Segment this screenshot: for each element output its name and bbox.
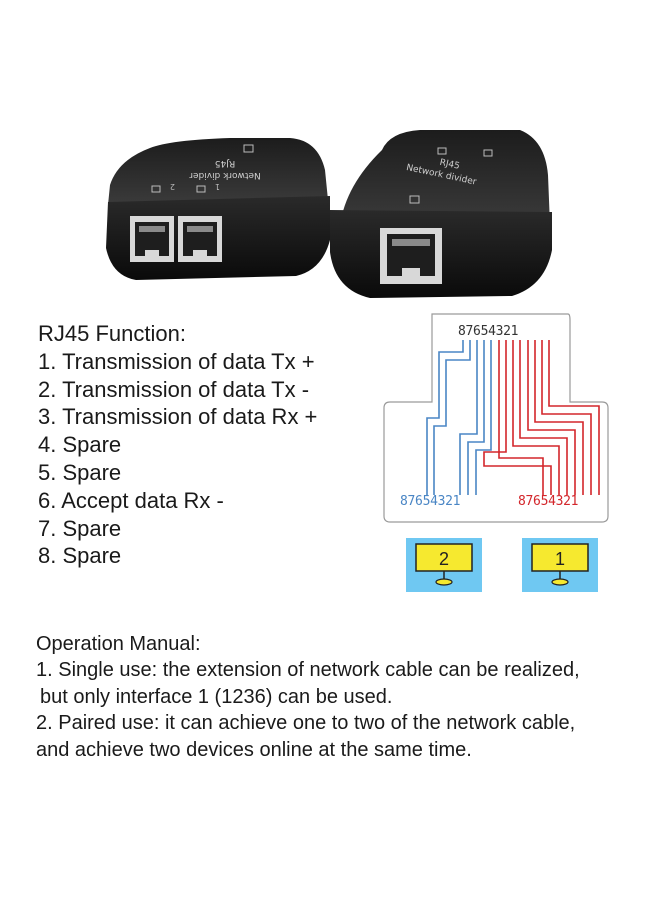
port-number-2: 2 — [170, 182, 175, 191]
computer-icon — [409, 195, 420, 204]
device-2-number: 2 — [439, 549, 449, 569]
operation-manual: Operation Manual: 1. Single use: the ext… — [36, 631, 636, 763]
computer-icon — [196, 185, 206, 193]
right-pin-numbers: 87654321 — [518, 494, 578, 509]
wire-red — [541, 340, 592, 495]
wire-blue — [433, 340, 471, 495]
manual-line: 1. Single use: the extension of network … — [36, 659, 580, 682]
rj45-port-2 — [130, 216, 174, 262]
wire-blue — [459, 340, 478, 495]
manual-line: and achieve two devices online at the sa… — [36, 738, 472, 761]
wire-blue — [467, 340, 485, 495]
top-pin-numbers: 87654321 — [458, 324, 518, 339]
device-2-icon: 2 — [406, 538, 482, 592]
function-item: 1. Transmission of data Tx + — [38, 348, 315, 374]
wire-red — [512, 340, 560, 495]
wire-red — [548, 340, 600, 495]
wire-red — [534, 340, 584, 495]
left-pin-numbers: 87654321 — [400, 494, 460, 509]
right-splitter: RJ45 Network divider — [330, 130, 552, 298]
wire-red — [483, 340, 552, 495]
wiring-diagram: 87654321 87654321 87654321 2 1 — [383, 313, 609, 592]
left-label-line2: RJ45 — [215, 158, 235, 168]
wire-red — [519, 340, 568, 495]
manual-title: Operation Manual: — [36, 633, 201, 655]
function-item: 6. Accept data Rx - — [38, 487, 224, 513]
device-1-icon: 1 — [522, 538, 598, 592]
wire-red — [527, 340, 576, 495]
function-item: 2. Transmission of data Tx - — [38, 376, 310, 402]
computer-icon — [151, 185, 161, 193]
wire-red — [498, 340, 544, 495]
computer-icon — [437, 147, 447, 155]
rj45-function-list: RJ45 Function: 1. Transmission of data T… — [38, 320, 368, 570]
rj45-port-main — [380, 228, 442, 284]
rj45-port-1 — [178, 216, 222, 262]
wire-blue — [475, 340, 492, 495]
left-splitter: Network divider RJ45 2 1 — [106, 138, 330, 280]
computer-icon — [483, 149, 493, 157]
function-title: RJ45 Function: — [38, 321, 186, 346]
function-item: 4. Spare — [38, 432, 122, 458]
connector-outline — [383, 313, 609, 523]
function-item: 7. Spare — [38, 515, 122, 541]
manual-line: 2. Paired use: it can achieve one to two… — [36, 712, 576, 735]
wire-blue — [426, 340, 464, 495]
left-label-line1: Network divider — [189, 170, 261, 180]
manual-line: but only interface 1 (1236) can be used. — [40, 685, 393, 708]
function-item: 5. Spare — [38, 459, 122, 485]
port-number-1: 1 — [215, 182, 220, 191]
device-1-number: 1 — [555, 549, 565, 569]
right-label-line1: RJ45 — [439, 158, 461, 172]
function-item: 3. Transmission of data Rx + — [38, 404, 318, 430]
computer-icon — [243, 144, 254, 153]
product-photo: Network divider RJ45 2 1 RJ45 Network di… — [106, 130, 552, 298]
function-item: 8. Spare — [38, 543, 122, 569]
